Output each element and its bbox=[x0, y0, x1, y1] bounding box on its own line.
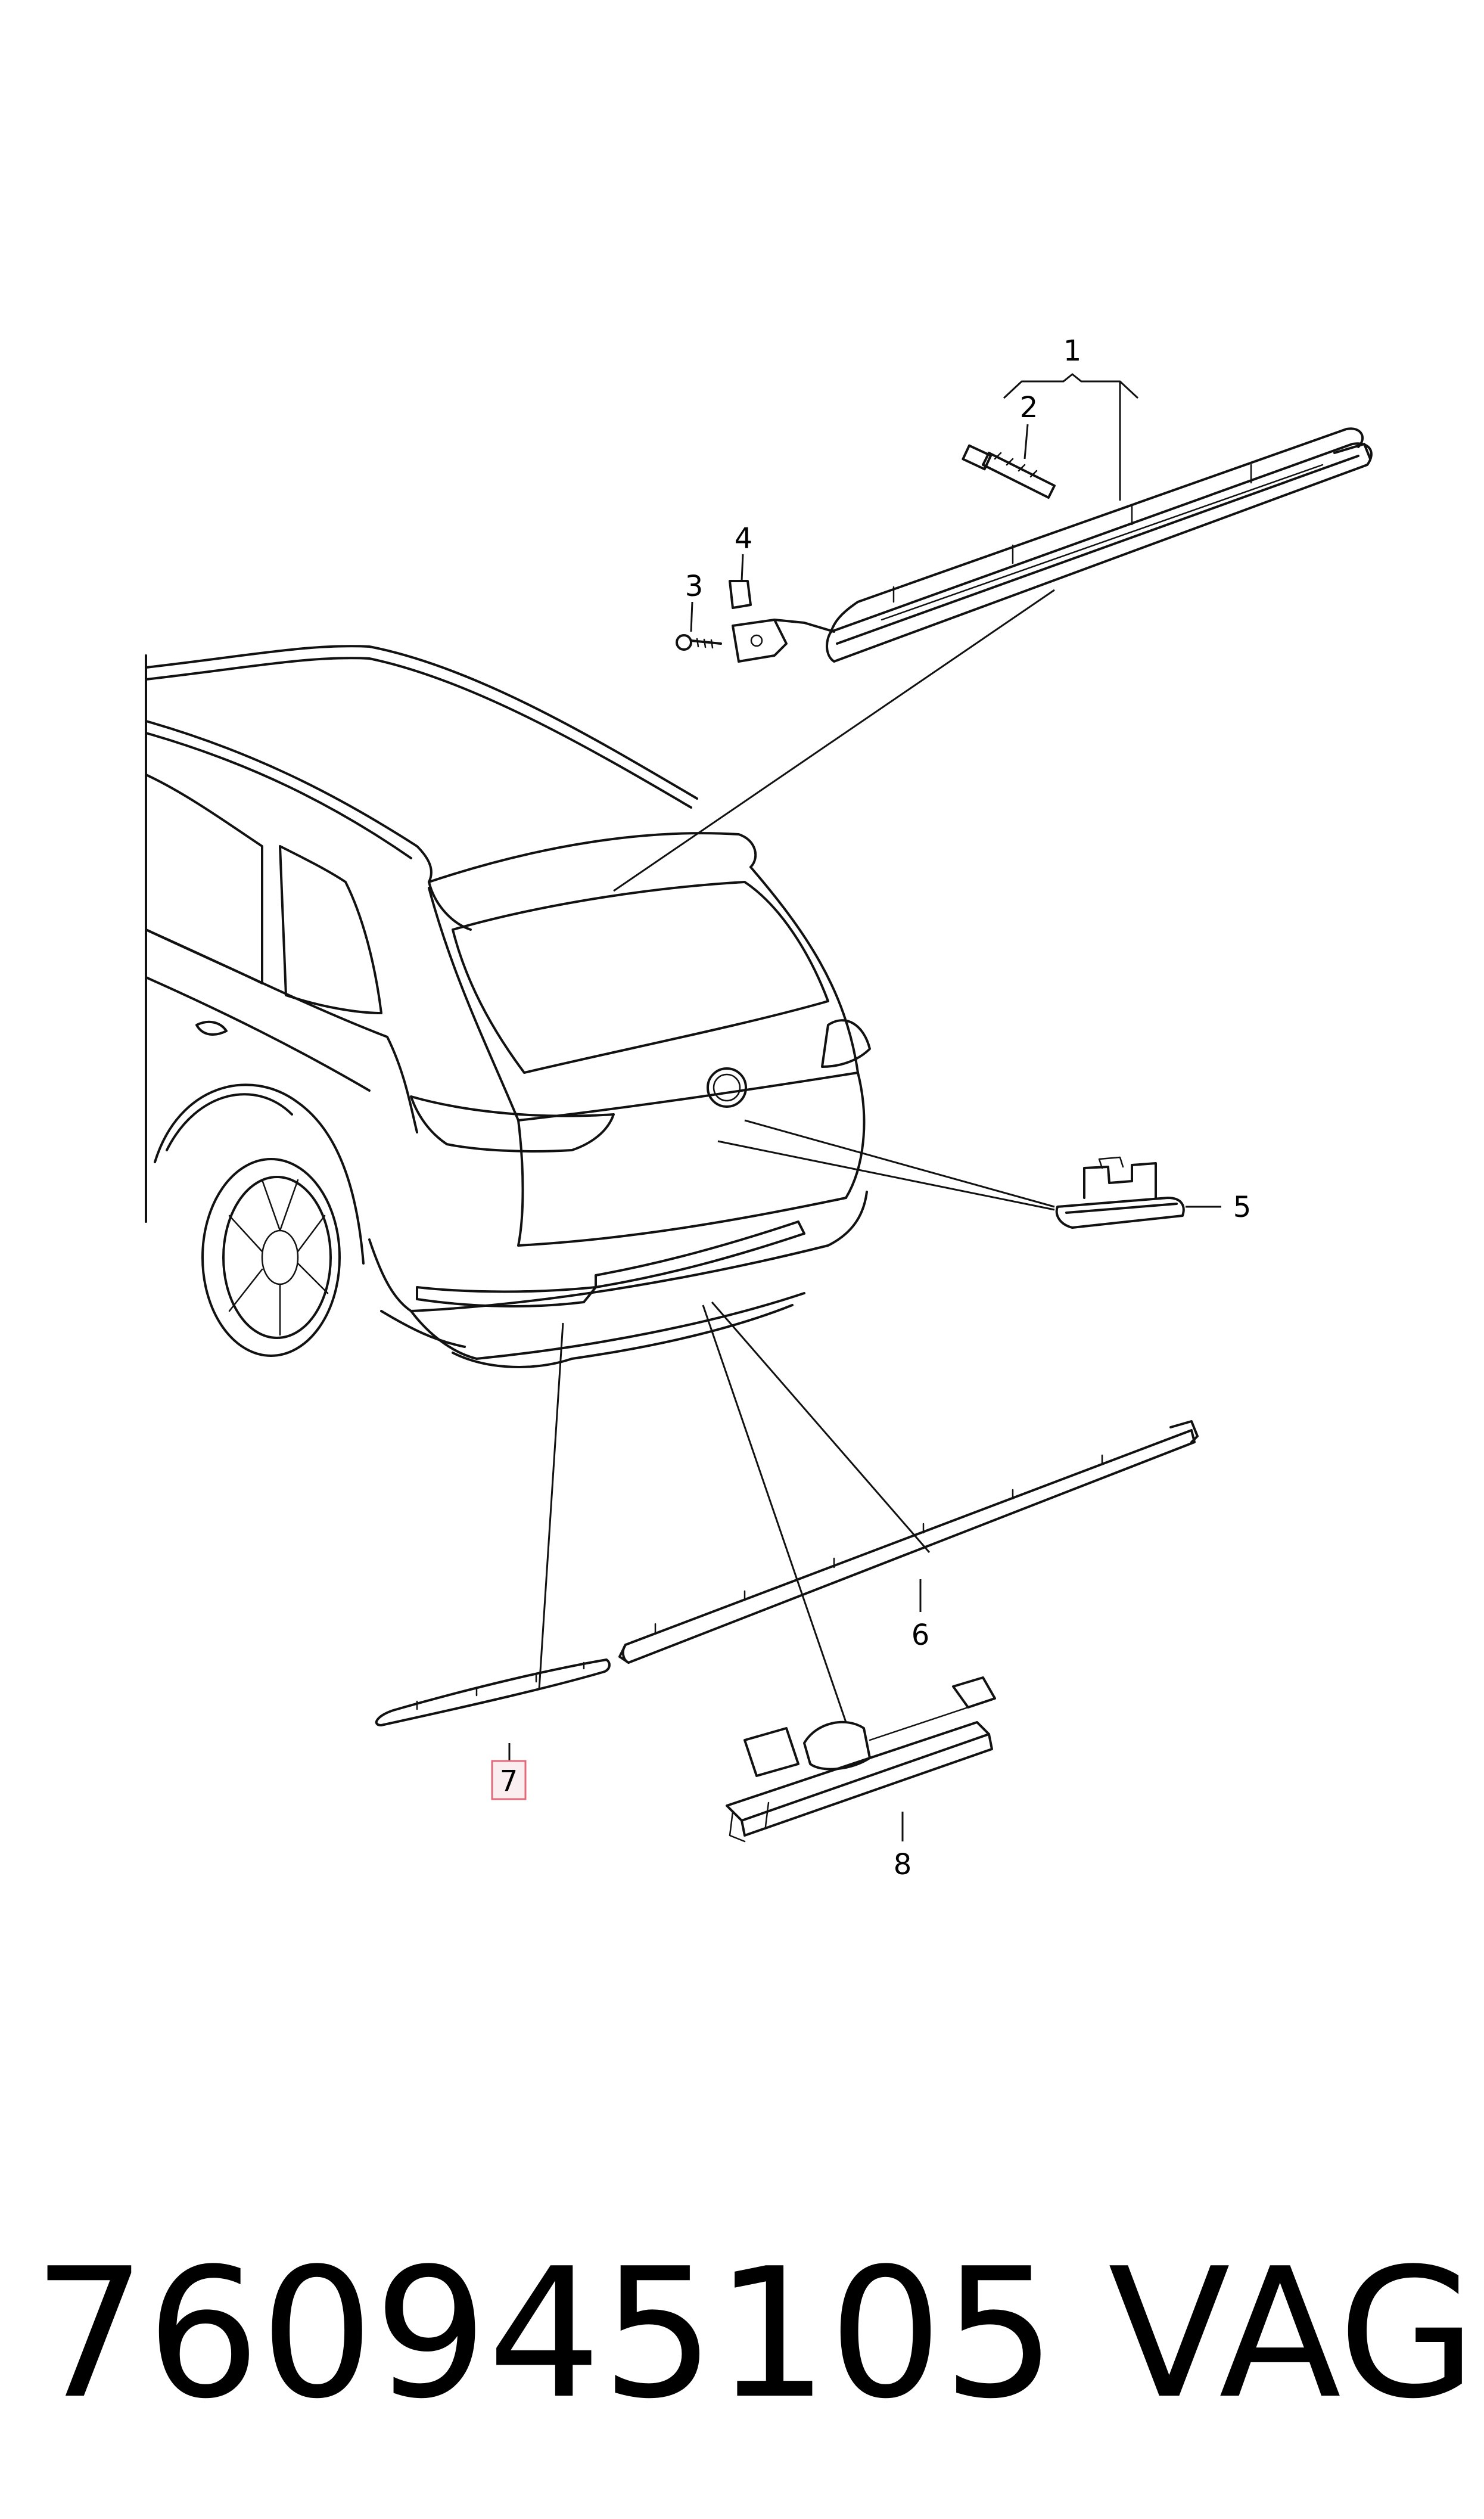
part-number: 760945105 bbox=[33, 2230, 1056, 2438]
callout-2: 2 bbox=[1020, 391, 1038, 424]
part-1-brake-light bbox=[826, 427, 1373, 663]
part-2-connector bbox=[962, 444, 1056, 499]
car-body bbox=[145, 645, 871, 1368]
leader-lines bbox=[508, 373, 1221, 1841]
callout-4: 4 bbox=[735, 522, 753, 555]
callout-7: 7 bbox=[500, 1765, 518, 1798]
callout-7-highlight-box bbox=[491, 1760, 527, 1800]
callout-6: 6 bbox=[911, 1619, 930, 1652]
callout-3: 3 bbox=[685, 570, 704, 603]
part-8-module bbox=[726, 1676, 996, 1843]
callout-1: 1 bbox=[1063, 334, 1082, 368]
part-6-trim-strip bbox=[618, 1420, 1199, 1664]
callout-8: 8 bbox=[894, 1848, 912, 1881]
part-7-trim-strip bbox=[375, 1658, 611, 1726]
callout-5: 5 bbox=[1233, 1191, 1252, 1224]
part-4-clip bbox=[729, 580, 835, 663]
part-5-license-light bbox=[1055, 1156, 1185, 1229]
callout-labels: 1 2 3 4 5 6 7 8 bbox=[491, 334, 1252, 1881]
part-3-screw bbox=[676, 634, 722, 651]
brand-name: VAG bbox=[1108, 2230, 1476, 2438]
